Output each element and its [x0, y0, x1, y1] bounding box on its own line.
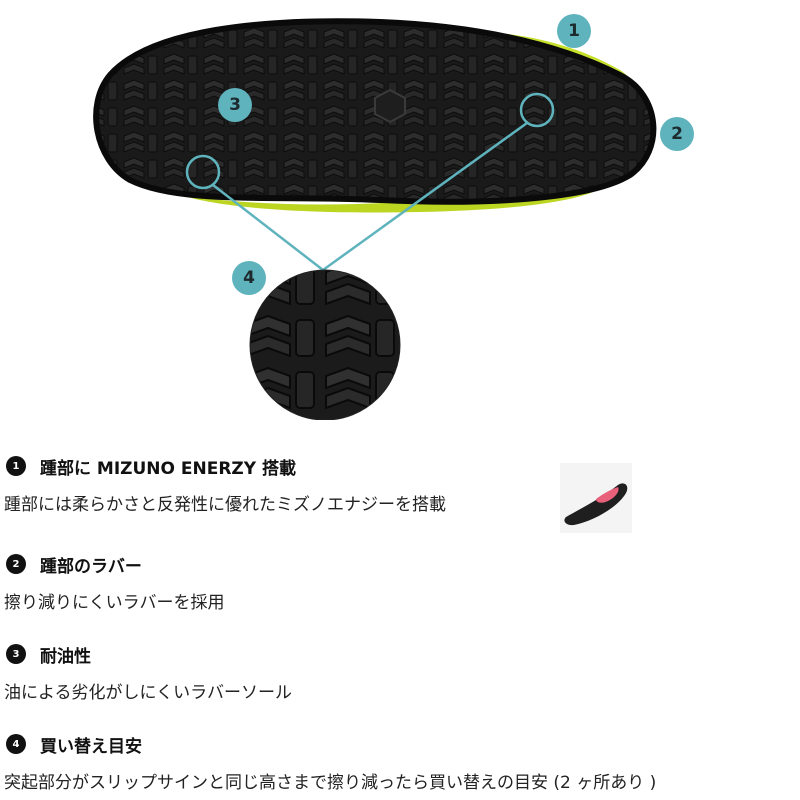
feature-item: 2 踵部のラバー 擦り減りにくいラバーを採用 [0, 550, 800, 613]
shoe-upper-side [180, 180, 610, 213]
feature-title: 踵部に MIZUNO ENERZY 搭載 [40, 458, 296, 479]
wear-indicator-ring [519, 92, 555, 128]
feature-title: 買い替え目安 [40, 736, 142, 757]
callout-badge-3: 3 [218, 88, 252, 122]
feature-title: 耐油性 [40, 646, 91, 667]
feature-title: 踵部のラバー [40, 556, 142, 577]
number-badge: 4 [6, 734, 26, 754]
callout-badge-1: 1 [557, 14, 591, 48]
feature-item: 1 踵部に MIZUNO ENERZY 搭載 踵部には柔らかさと反発性に優れたミ… [0, 452, 800, 515]
callout-badge-2: 2 [660, 117, 694, 151]
number-badge: 2 [6, 554, 26, 574]
feature-description: 踵部には柔らかさと反発性に優れたミズノエナジーを搭載 [4, 495, 446, 515]
feature-item: 3 耐油性 油による劣化がしにくいラバーソール [0, 640, 800, 703]
feature-description: 擦り減りにくいラバーを採用 [4, 593, 225, 613]
shoe-sole-illustration [93, 18, 657, 420]
feature-description: 突起部分がスリップサインと同じ高さまで擦り減ったら買い替えの目安 (2 ヶ所あり… [4, 773, 657, 793]
feature-description: 油による劣化がしにくいラバーソール [4, 683, 292, 703]
number-badge: 1 [6, 456, 26, 476]
number-badge: 3 [6, 644, 26, 664]
heel-insert-thumbnail [560, 463, 632, 533]
callout-badge-4: 4 [232, 261, 266, 295]
wear-indicator-ring [185, 154, 221, 190]
sole-hex-logo [374, 88, 406, 124]
feature-item: 4 買い替え目安 突起部分がスリップサインと同じ高さまで擦り減ったら買い替えの目… [0, 730, 800, 793]
tread-zoom-view [249, 269, 401, 420]
